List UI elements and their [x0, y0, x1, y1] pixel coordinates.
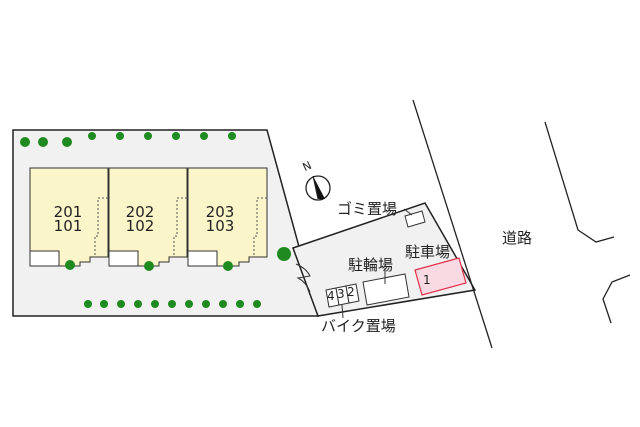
unit-number-upper: 202 — [125, 203, 155, 221]
trees — [20, 132, 291, 308]
bike-space-number: 3 — [337, 287, 345, 301]
unit-number-lower: 102 — [125, 217, 155, 235]
bike-space-number: 2 — [347, 285, 355, 299]
garbage-area-label: ゴミ置場 — [337, 200, 398, 218]
unit-number-upper: 201 — [53, 203, 83, 221]
bicycle-parking-label: 駐輪場 — [348, 256, 394, 274]
unit-number-lower: 101 — [53, 217, 83, 235]
road-edge-left — [412, 99, 493, 349]
car-parking-label: 駐車場 — [405, 243, 451, 261]
bike-spaces — [325, 283, 360, 319]
building — [29, 167, 268, 267]
motorbike-parking-label: バイク置場 — [321, 317, 396, 335]
unit-label-203-103: 203 103 — [190, 203, 250, 235]
unit-number-upper: 203 — [205, 203, 235, 221]
north-compass-icon — [305, 175, 331, 201]
road-label: 道路 — [502, 229, 533, 247]
entrance-box — [108, 250, 139, 267]
stair-dashed — [253, 197, 267, 257]
unit-number-lower: 103 — [205, 217, 235, 235]
gate-swing — [295, 263, 311, 293]
bicycle-parking-box — [362, 273, 410, 306]
parking-space-number: 1 — [423, 273, 431, 287]
entrance-box — [187, 250, 218, 267]
garbage-box — [404, 210, 426, 228]
bike-space-number: 4 — [327, 289, 335, 303]
stair-dashed — [173, 197, 187, 257]
stair-dashed — [94, 197, 108, 257]
road-edge-right-upper — [544, 121, 615, 243]
unit-label-201-101: 201 101 — [38, 203, 98, 235]
entrance-box — [29, 250, 60, 267]
parking-space-1 — [414, 257, 467, 296]
road-edge-right-lower — [602, 274, 631, 324]
unit-label-202-102: 202 102 — [110, 203, 170, 235]
garbage-leader — [403, 208, 413, 216]
